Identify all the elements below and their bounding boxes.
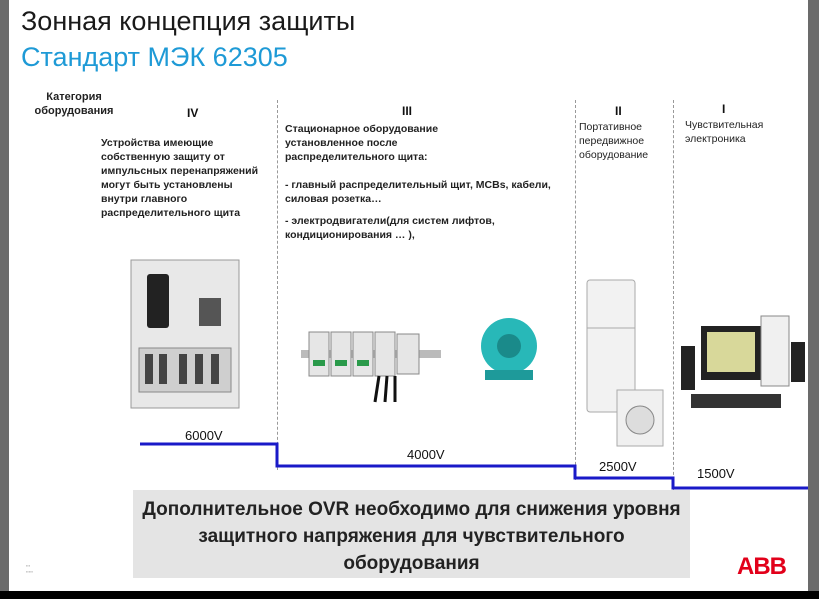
voltage-level-line xyxy=(140,442,808,490)
electric-motor-image xyxy=(481,318,537,380)
distribution-board-image xyxy=(130,259,240,409)
surge-protector-image xyxy=(301,331,441,403)
voltage-label-ii: 2500V xyxy=(599,459,637,474)
voltage-label-i: 1500V xyxy=(697,466,735,481)
category-iv-text: Устройства имеющие собственную защиту от… xyxy=(101,137,259,219)
category-ii-text: Портативное передвижное оборудование xyxy=(579,121,649,161)
category-iii-numeral: III xyxy=(402,104,413,118)
category-i-text: Чувствительная электроника xyxy=(685,119,764,145)
note-box: Дополнительное OVR необходимо для снижен… xyxy=(133,490,690,578)
slide: Зонная концепция защиты Стандарт МЭК 623… xyxy=(9,0,808,591)
slide-subtitle: Стандарт МЭК 62305 xyxy=(21,42,288,72)
window-border-left xyxy=(0,0,9,591)
computer-image xyxy=(681,315,805,408)
window-border-right xyxy=(808,0,819,591)
category-ii-numeral: II xyxy=(615,104,622,118)
category-iii-bullet: - электродвигатели(для систем лифтов, ко… xyxy=(285,215,495,241)
category-iii-text: Стационарное оборудование установленное … xyxy=(285,123,439,163)
voltage-label-iii: 4000V xyxy=(407,447,445,462)
category-iii-bullet: - главный распределительный щит, MCBs, к… xyxy=(285,179,551,205)
voltage-label-iv: 6000V xyxy=(185,428,223,443)
zone-divider xyxy=(575,100,576,480)
category-label: Категория оборудования xyxy=(34,91,114,117)
abb-logo: ABB xyxy=(737,553,787,580)
zone-divider xyxy=(673,100,674,490)
fridge-washer-image xyxy=(586,279,664,447)
zone-divider xyxy=(277,100,278,470)
category-i-numeral: I xyxy=(722,102,726,116)
footer-text: ▪▪▪▪▪▪▪▪ xyxy=(26,563,34,574)
slide-title: Зонная концепция защиты xyxy=(21,6,356,36)
category-iv-numeral: IV xyxy=(187,106,199,120)
